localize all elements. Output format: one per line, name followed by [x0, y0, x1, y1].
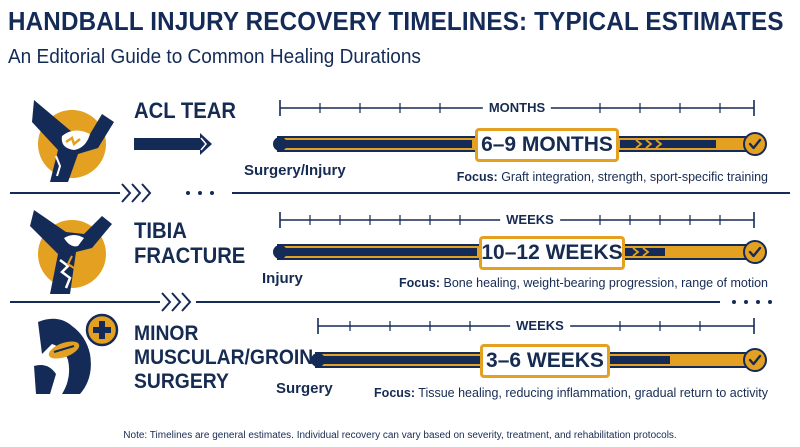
tibia-duration-badge: 10–12 WEEKS [479, 236, 625, 270]
focus-label: Focus: [456, 170, 498, 184]
tibia-start-label: Injury [262, 270, 303, 287]
acl-name-line: ACL TEAR [134, 98, 236, 123]
groin-scale-label: WEEKS [510, 318, 570, 333]
separator-line [10, 183, 790, 203]
knee-icon [32, 96, 114, 182]
tibia-name-line1: TIBIA [134, 218, 187, 243]
tibia-name-line2: FRACTURE [134, 243, 246, 268]
acl-focus: Focus: Graft integration, strength, spor… [457, 170, 768, 184]
groin-focus-text: Tissue healing, reducing inflammation, g… [418, 386, 768, 400]
acl-start-label: Surgery/Injury [244, 162, 346, 179]
tibia-focus-text: Bone healing, weight-bearing progression… [443, 276, 768, 290]
groin-duration-badge: 3–6 WEEKS [480, 344, 610, 378]
leg-fracture-icon [30, 210, 112, 294]
groin-plus-icon [34, 313, 119, 394]
acl-name: ACL TEAR [134, 98, 236, 123]
groin-start-label: Surgery [276, 380, 333, 397]
groin-name-line1: MINOR [134, 322, 199, 345]
groin-name: MINOR MUSCULAR/GROIN SURGERY [134, 322, 313, 394]
acl-focus-text: Graft integration, strength, sport-speci… [501, 170, 768, 184]
acl-arrow [134, 133, 212, 155]
separator-line [10, 292, 772, 312]
tibia-scale-label: WEEKS [500, 212, 560, 227]
page-subtitle: An Editorial Guide to Common Healing Dur… [8, 46, 421, 68]
focus-label: Focus: [374, 386, 416, 400]
footnote: Note: Timelines are general estimates. I… [123, 430, 677, 441]
groin-name-line2: MUSCULAR/GROIN [134, 346, 314, 369]
page-title: HANDBALL INJURY RECOVERY TIMELINES: TYPI… [8, 6, 784, 36]
tibia-focus: Focus: Bone healing, weight-bearing prog… [399, 276, 768, 290]
groin-focus: Focus: Tissue healing, reducing inflamma… [374, 386, 768, 400]
focus-label: Focus: [399, 276, 440, 290]
acl-scale-label: MONTHS [482, 100, 552, 115]
acl-duration-badge: 6–9 MONTHS [475, 128, 619, 162]
groin-name-line3: SURGERY [134, 370, 229, 393]
tibia-name: TIBIA FRACTURE [134, 218, 245, 268]
